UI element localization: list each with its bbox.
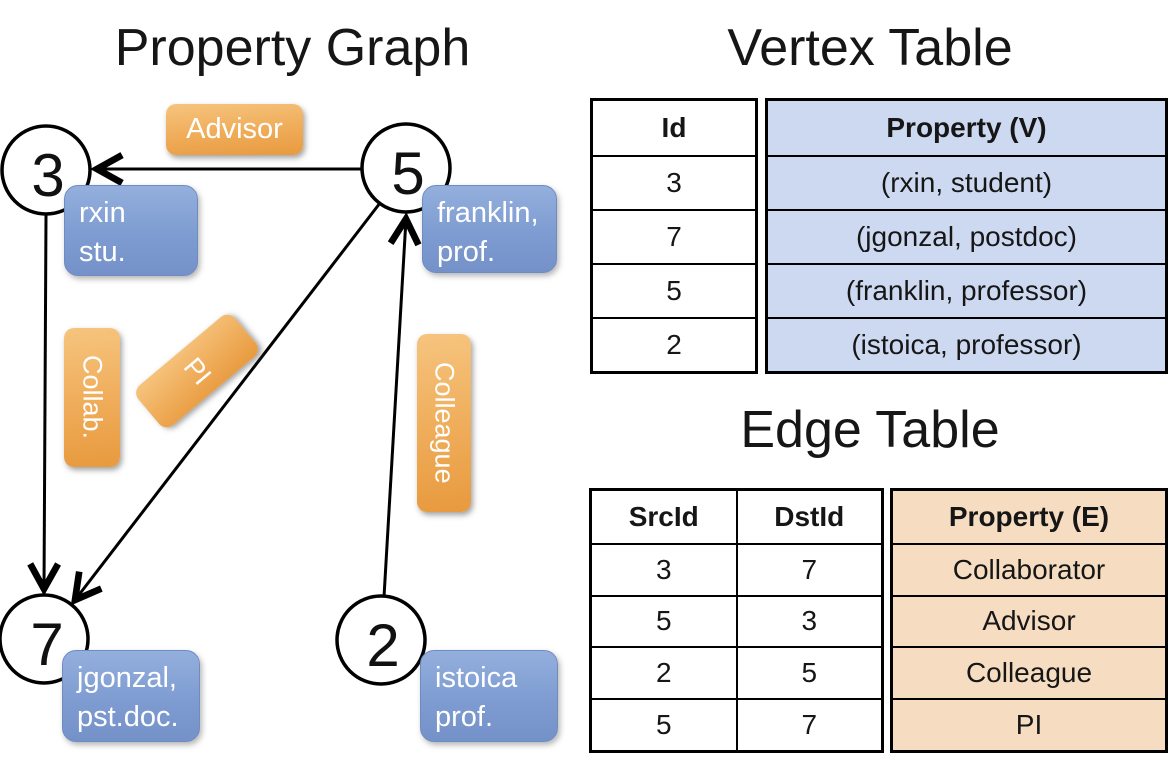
vertex-7-role: pst.doc. bbox=[77, 700, 179, 733]
table-row: (jgonzal, postdoc) bbox=[768, 209, 1165, 263]
vertex-property-box-2: istoica prof. bbox=[420, 650, 558, 742]
edge-row-2-dst: 3 bbox=[735, 596, 882, 647]
edge-row-1-src: 3 bbox=[655, 553, 672, 585]
vertex-row-3-id: 5 bbox=[666, 275, 682, 306]
property-graph-title: Property Graph bbox=[114, 19, 471, 77]
vertex-row-2-property: (jgonzal, postdoc) bbox=[855, 221, 1077, 252]
table-row: (franklin, professor) bbox=[768, 263, 1165, 317]
vertex-table-property-column: Property (V) (rxin, student) (jgonzal, p… bbox=[765, 98, 1168, 374]
table-row: (rxin, student) bbox=[768, 155, 1165, 209]
edge-table-header-property: Property (E) bbox=[948, 500, 1110, 532]
table-row: 3 7 bbox=[592, 542, 882, 595]
edge-table-id-columns: SrcId DstId 3 7 5 3 2 5 5 7 bbox=[589, 488, 884, 753]
edge-row-2-property: Advisor bbox=[982, 605, 1076, 637]
edge-row-3-src: 2 bbox=[655, 657, 672, 689]
vertex-5-name: franklin, bbox=[437, 197, 539, 229]
node-2-circle bbox=[335, 594, 427, 686]
vertex-row-4-property: (istoica, professor) bbox=[851, 329, 1082, 360]
vertex-2-name: istoica bbox=[435, 662, 518, 694]
edge-arrow-2-to-5 bbox=[382, 212, 422, 598]
table-row: 2 bbox=[593, 317, 755, 371]
table-row: Collaborator bbox=[893, 542, 1165, 595]
vertex-property-box-5: franklin, prof. bbox=[422, 185, 557, 273]
table-row: 5 3 bbox=[592, 594, 882, 647]
edge-row-1-dst: 7 bbox=[735, 544, 882, 595]
vertex-3-role: stu. bbox=[79, 235, 126, 268]
vertex-table-title: Vertex Table bbox=[727, 19, 1013, 77]
node-2-id: 2 bbox=[366, 612, 399, 679]
edge-row-1-property: Collaborator bbox=[952, 553, 1106, 585]
vertex-5-role: prof. bbox=[437, 235, 496, 268]
table-row: 5 bbox=[593, 263, 755, 317]
edge-row-3-dst: 5 bbox=[735, 648, 882, 699]
vertex-table-header-property: Property (V) bbox=[886, 112, 1047, 143]
vertex-2-role: prof. bbox=[435, 700, 494, 733]
vertex-table-id-column: Id 3 7 5 2 bbox=[590, 98, 758, 374]
edge-label-colleague-text: Colleague bbox=[429, 362, 460, 484]
table-row: 3 bbox=[593, 155, 755, 209]
table-row: Colleague bbox=[893, 646, 1165, 698]
edge-label-collab-text: Collab. bbox=[77, 355, 108, 440]
edge-row-4-src: 5 bbox=[655, 709, 672, 741]
table-row: 7 bbox=[593, 209, 755, 263]
vertex-table-header-id: Id bbox=[661, 112, 687, 143]
node-3-id: 3 bbox=[31, 142, 64, 209]
edge-row-4-dst: 7 bbox=[735, 700, 882, 750]
edge-label-advisor-text: Advisor bbox=[186, 113, 283, 145]
vertex-row-3-property: (franklin, professor) bbox=[845, 275, 1088, 306]
property-graph-drawing: 3 5 7 2 bbox=[0, 122, 452, 686]
edge-label-pi-text: PI bbox=[177, 351, 218, 391]
vertex-property-box-7: jgonzal, pst.doc. bbox=[62, 650, 200, 742]
table-row: (istoica, professor) bbox=[768, 317, 1165, 371]
edge-label-advisor: Advisor bbox=[166, 104, 303, 155]
vertex-property-box-3: rxin stu. bbox=[64, 185, 198, 276]
vertex-7-name: jgonzal, bbox=[77, 662, 177, 694]
edge-row-2-src: 5 bbox=[655, 605, 672, 637]
node-5-id: 5 bbox=[391, 140, 424, 207]
edge-table-header-dstid: DstId bbox=[735, 491, 882, 543]
edge-table-property-column: Property (E) Collaborator Advisor Collea… bbox=[890, 488, 1168, 753]
edge-row-3-property: Colleague bbox=[965, 657, 1093, 689]
table-row: 5 7 bbox=[592, 698, 881, 750]
edge-arrow-3-to-7 bbox=[27, 214, 61, 596]
edge-arrow-5-to-7 bbox=[70, 202, 382, 606]
edge-row-4-property: PI bbox=[1015, 709, 1043, 741]
vertex-row-1-id: 3 bbox=[666, 167, 682, 198]
vertex-3-name: rxin bbox=[79, 197, 126, 229]
vertex-row-2-id: 7 bbox=[666, 221, 682, 252]
table-row: PI bbox=[893, 698, 1165, 750]
table-row: 2 5 bbox=[592, 646, 882, 699]
vertex-row-4-id: 2 bbox=[666, 329, 682, 360]
vertex-row-1-property: (rxin, student) bbox=[880, 167, 1053, 198]
edge-table-header-srcid: SrcId bbox=[628, 500, 699, 532]
table-row: Advisor bbox=[893, 594, 1165, 647]
edge-label-collab: Collab. bbox=[64, 328, 120, 467]
edge-label-colleague: Colleague bbox=[417, 334, 471, 512]
graph-node-2: 2 bbox=[335, 594, 427, 686]
edge-table-title: Edge Table bbox=[740, 401, 1000, 459]
node-7-id: 7 bbox=[30, 611, 63, 678]
